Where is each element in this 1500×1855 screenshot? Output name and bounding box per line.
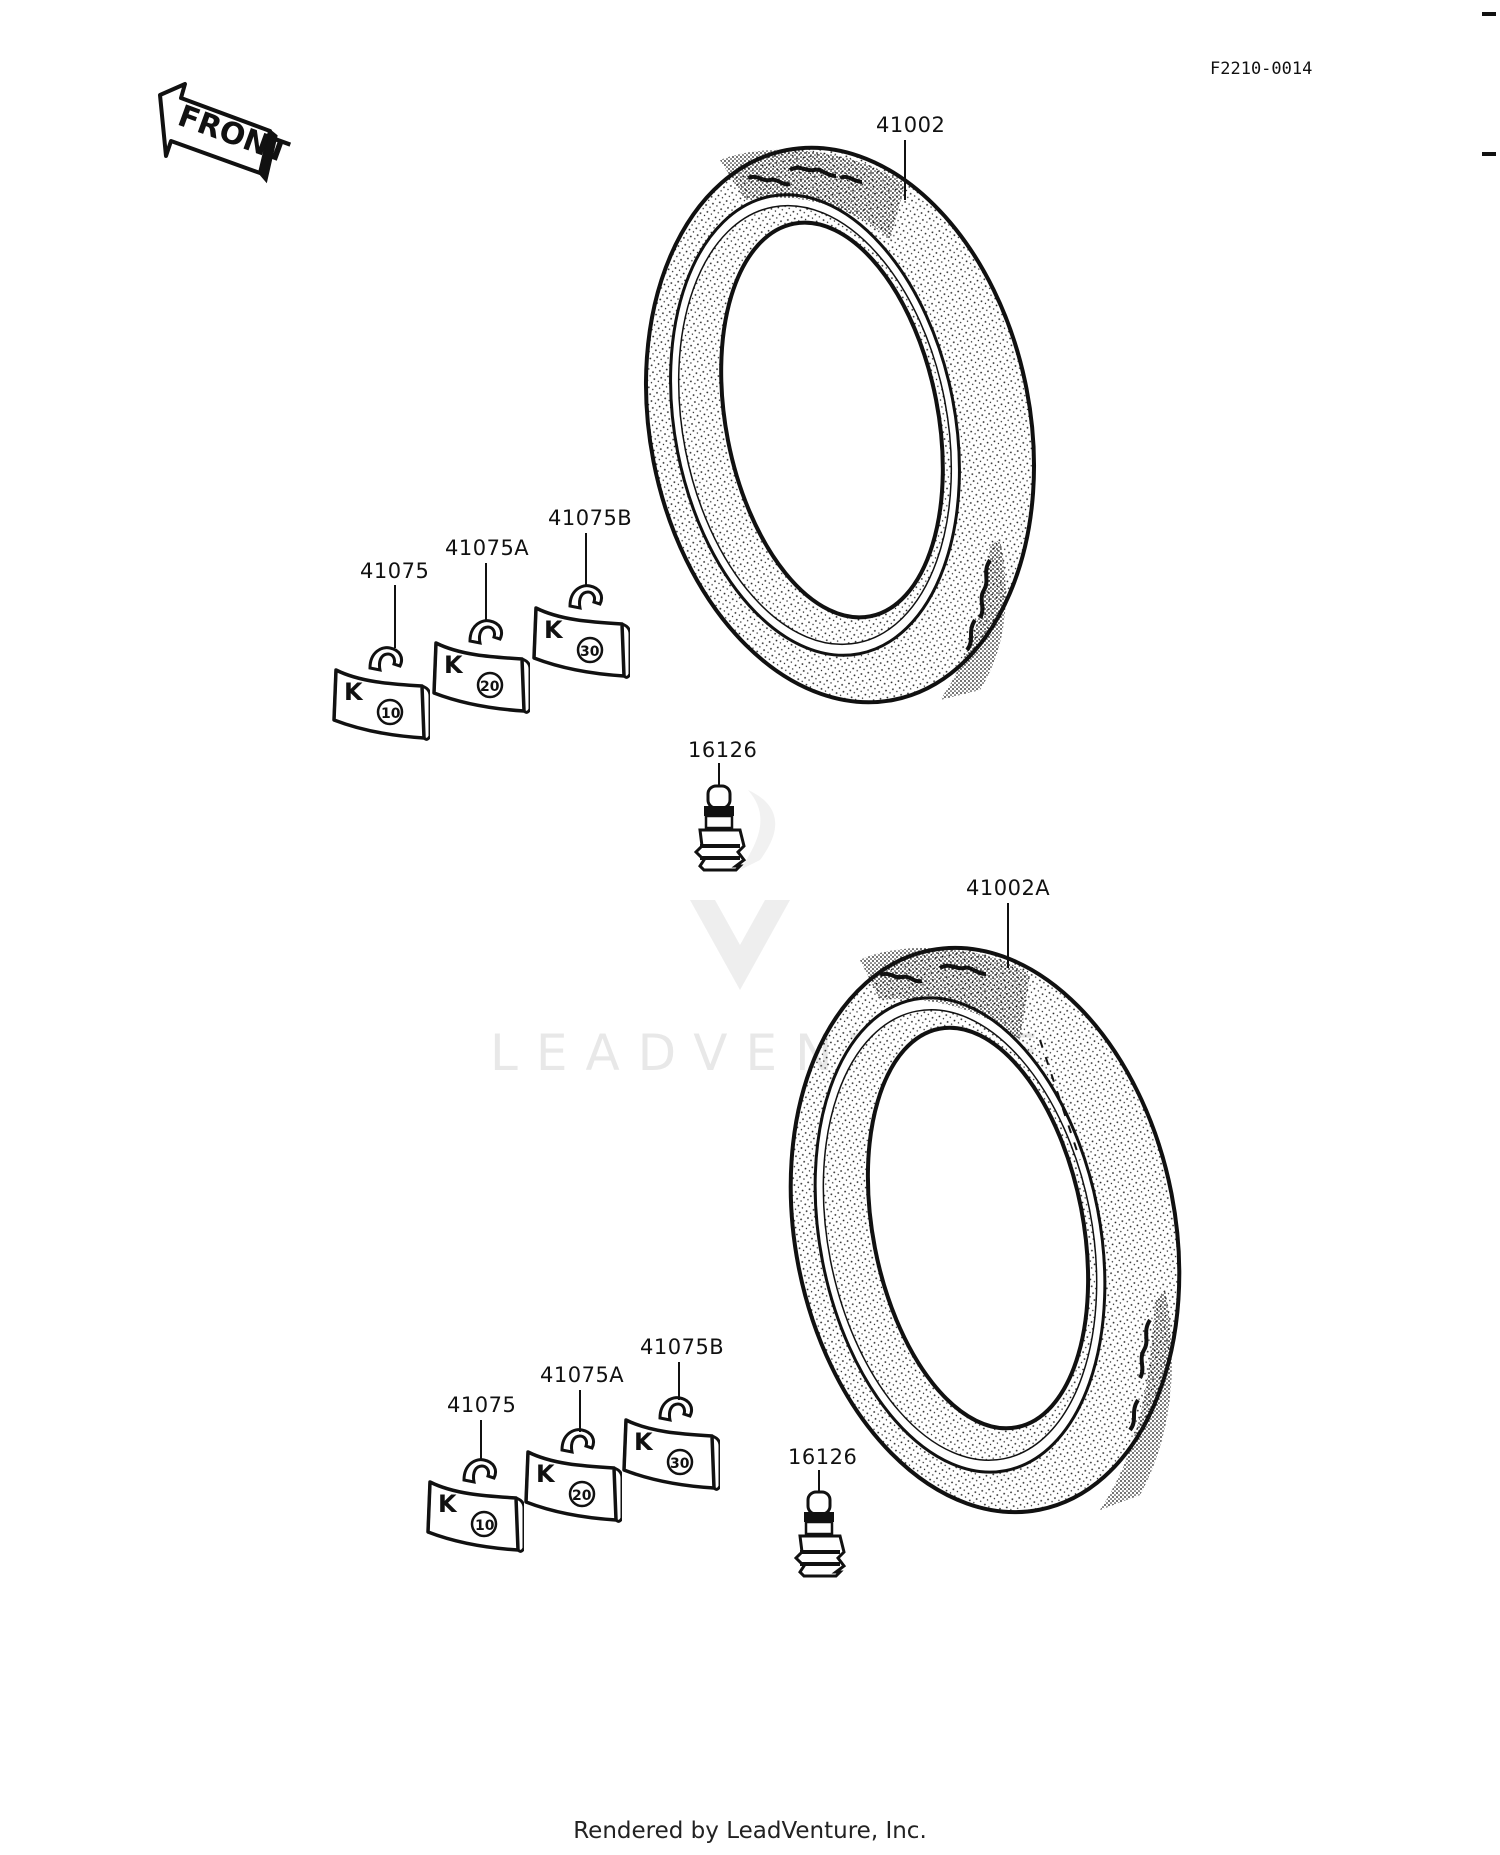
weight-brand-mark: K — [544, 616, 564, 644]
part-label-valve-lower: 16126 — [788, 1445, 857, 1469]
part-label-tire-upper: 41002 — [876, 113, 945, 137]
weight-10-upper: K 10 — [332, 645, 430, 742]
weight-value-circle — [476, 671, 504, 699]
valve-upper — [693, 784, 747, 872]
part-label-tire-lower: 41002A — [966, 876, 1050, 900]
weight-brand-mark: K — [444, 651, 464, 679]
weight-value: 10 — [475, 1518, 495, 1534]
weight-30-lower: K 30 — [622, 1395, 720, 1492]
part-label-weight-10-upper: 41075 — [360, 559, 429, 583]
weight-value-circle — [470, 1510, 498, 1538]
weight-brand-mark: K — [344, 678, 364, 706]
weight-brand-mark: K — [634, 1428, 654, 1456]
weight-brand-mark: K — [438, 1490, 458, 1518]
part-label-valve-upper: 16126 — [688, 738, 757, 762]
weight-brand-mark: K — [536, 1460, 556, 1488]
weight-value-circle — [568, 1480, 596, 1508]
part-label-weight-20-lower: 41075A — [540, 1363, 624, 1387]
part-label-weight-20-upper: 41075A — [445, 536, 529, 560]
weight-30-upper: K 30 — [532, 583, 630, 680]
part-label-weight-30-upper: 41075B — [548, 506, 632, 530]
weight-20-lower: K 20 — [524, 1427, 622, 1524]
weight-value-circle — [576, 636, 604, 664]
edge-mark — [1482, 152, 1496, 156]
part-label-weight-30-lower: 41075B — [640, 1335, 724, 1359]
weight-value-circle — [376, 698, 404, 726]
valve-lower — [793, 1490, 847, 1578]
tire-upper — [643, 145, 1037, 705]
part-label-weight-10-lower: 41075 — [447, 1393, 516, 1417]
weight-value-circle — [666, 1448, 694, 1476]
weight-10-lower: K 10 — [426, 1457, 524, 1554]
weight-value: 30 — [670, 1456, 690, 1472]
tire-lower — [788, 945, 1182, 1515]
edge-mark — [1482, 12, 1496, 16]
figure-id: F2210-0014 — [1210, 59, 1312, 79]
weight-value: 20 — [572, 1488, 592, 1504]
weight-value: 20 — [480, 679, 500, 695]
weight-20-upper: K 20 — [432, 618, 530, 715]
weight-value: 30 — [580, 644, 600, 660]
weight-value: 10 — [381, 706, 401, 722]
footer-credit: Rendered by LeadVenture, Inc. — [573, 1818, 927, 1844]
front-arrow-icon: FRONT — [158, 82, 293, 184]
